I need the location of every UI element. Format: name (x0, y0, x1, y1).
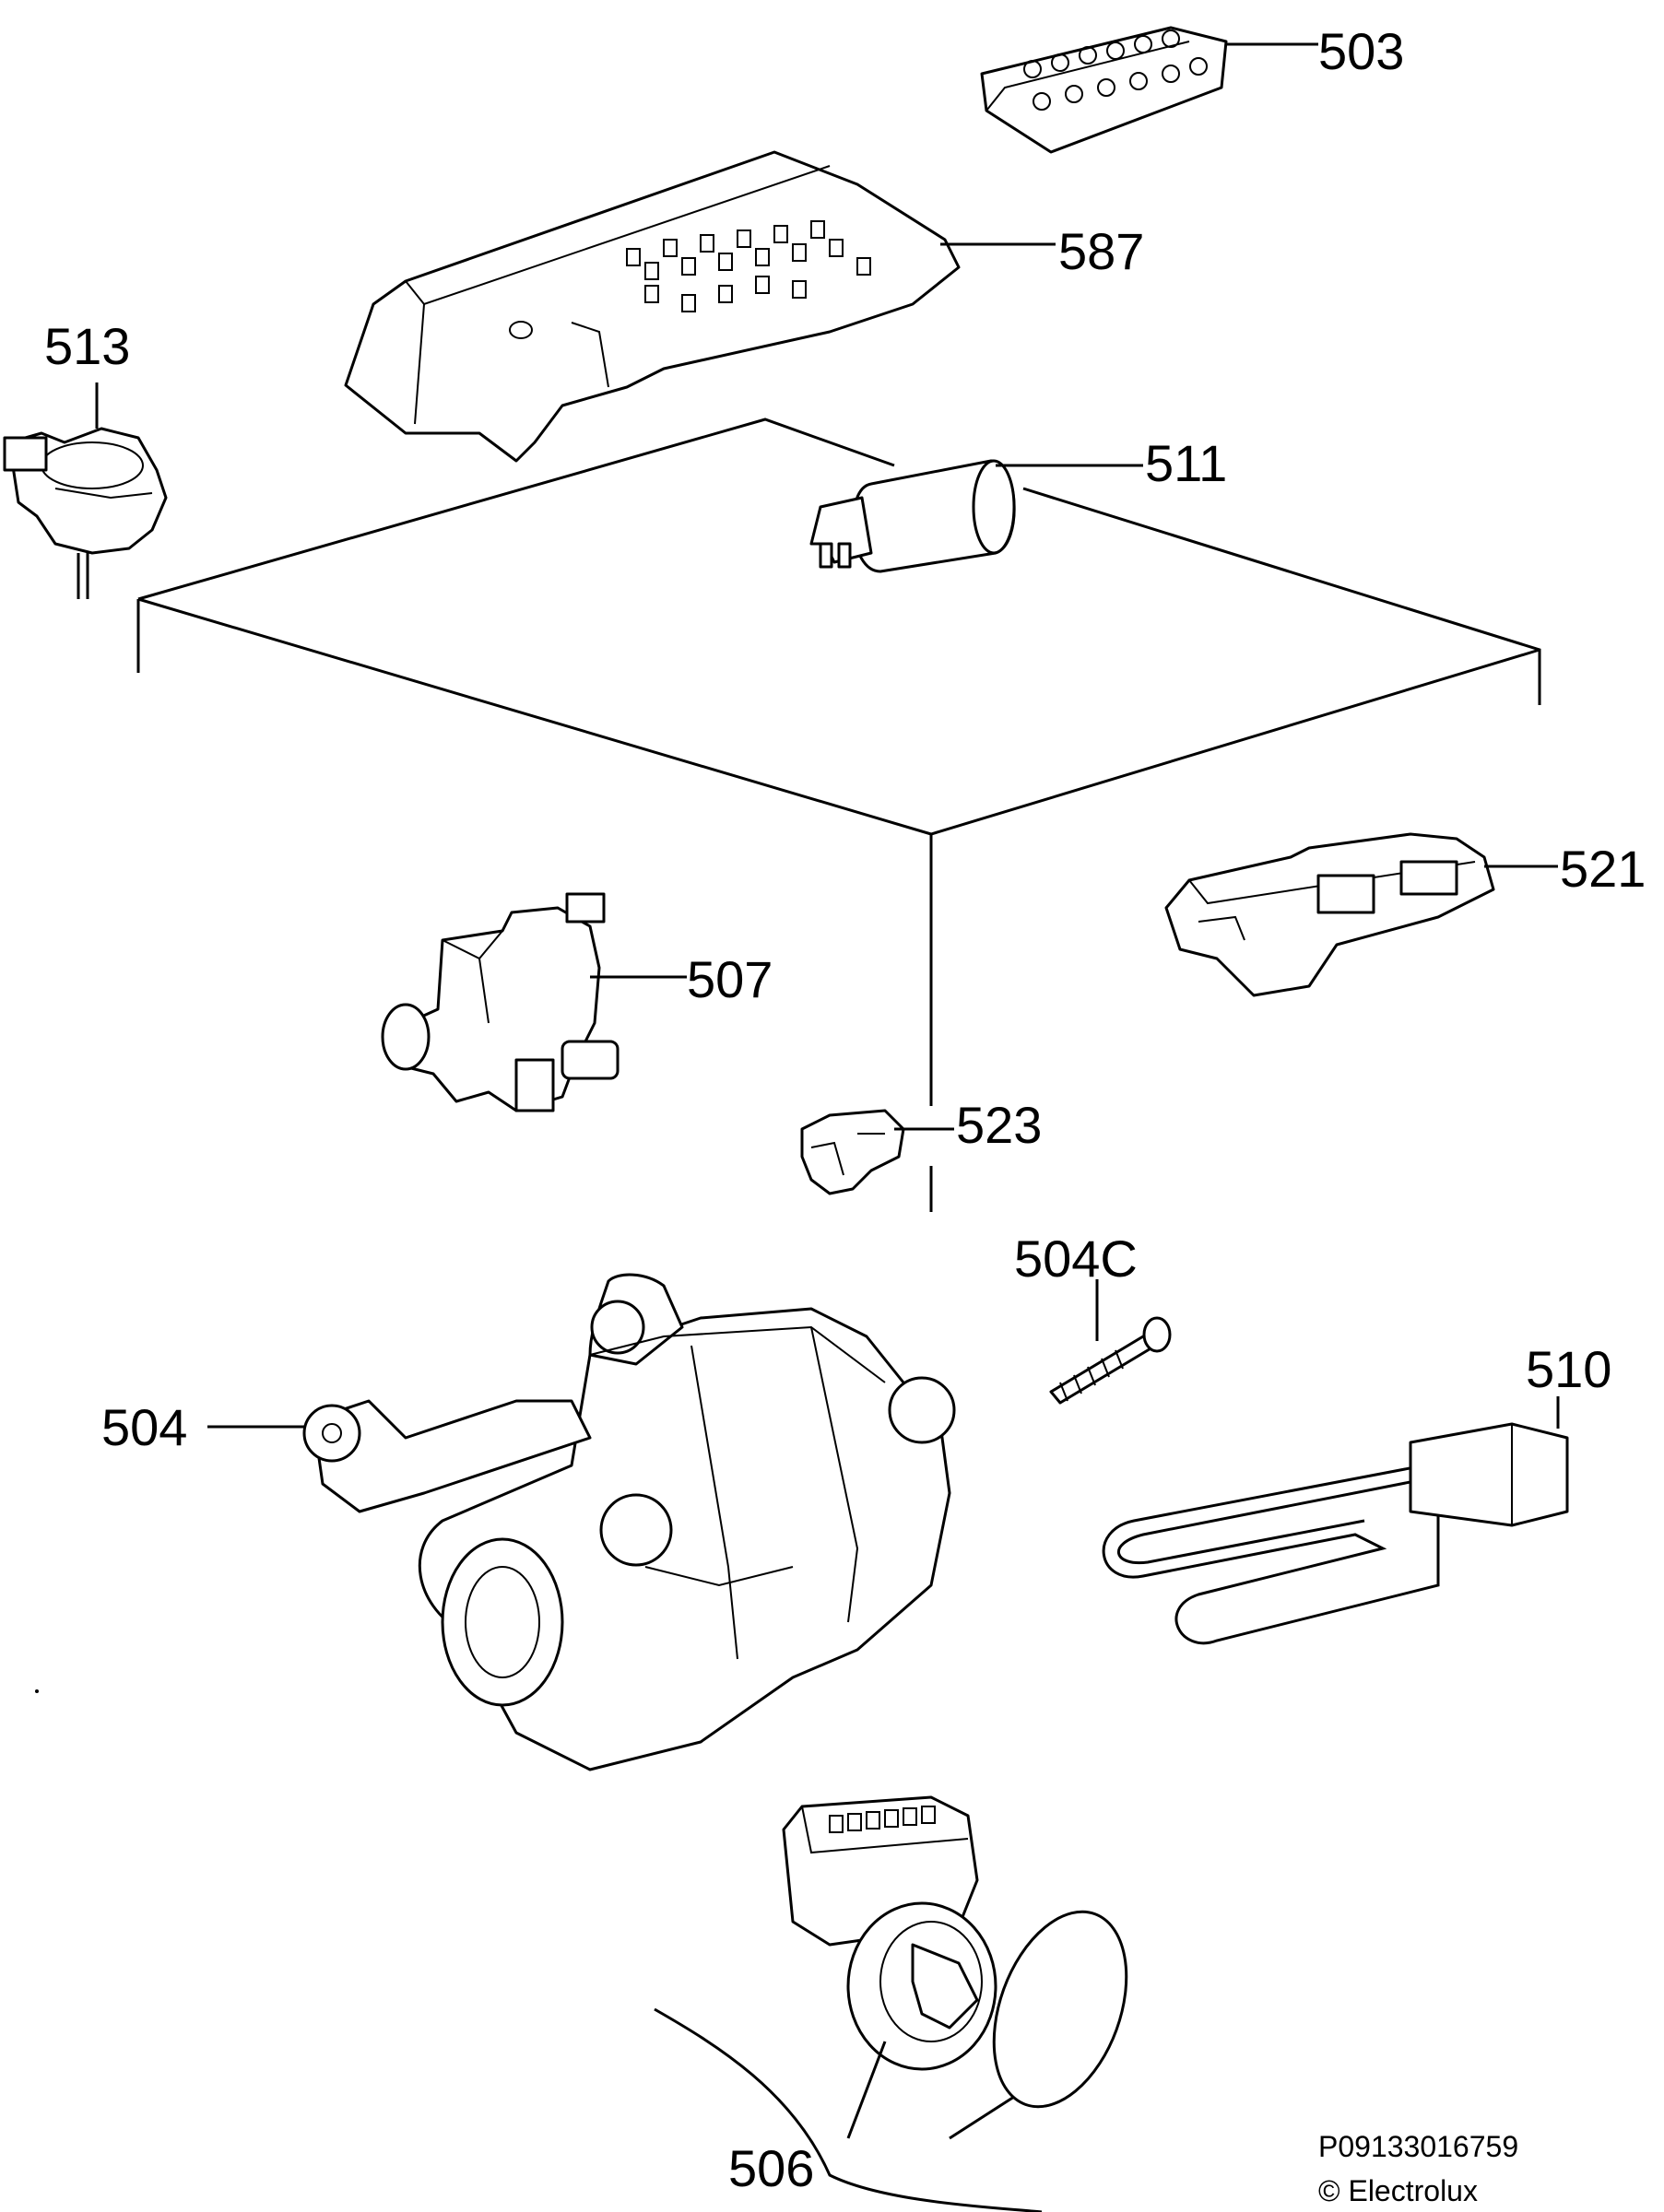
stray-mark (35, 1689, 39, 1693)
part-510-heating-element[interactable] (1102, 1396, 1569, 1645)
label-511: 511 (1145, 434, 1227, 492)
label-503: 503 (1318, 22, 1404, 80)
label-521: 521 (1560, 840, 1646, 898)
part-504C-screw[interactable] (1049, 1279, 1172, 1405)
drawing-code: P09133016759 (1318, 2130, 1518, 2163)
label-523: 523 (956, 1096, 1042, 1154)
label-587: 587 (1058, 222, 1144, 280)
part-503-connector-block[interactable] (980, 26, 1318, 154)
part-504-motor[interactable] (207, 1273, 956, 1771)
label-504: 504 (101, 1398, 187, 1456)
label-510: 510 (1526, 1340, 1611, 1398)
part-506-drain-pump[interactable] (654, 1795, 1151, 2212)
label-504C: 504C (1014, 1230, 1138, 1288)
label-506: 506 (728, 2139, 814, 2197)
copyright: © Electrolux (1318, 2174, 1478, 2207)
label-513: 513 (44, 317, 130, 375)
part-523-clip[interactable] (800, 1109, 954, 1195)
part-511-interference-filter[interactable] (809, 459, 1143, 573)
label-507: 507 (687, 950, 773, 1008)
part-587-electronic-board[interactable] (344, 150, 1056, 463)
part-521-door-lock[interactable] (1164, 832, 1558, 997)
part-513-pressure-switch[interactable] (3, 382, 168, 599)
cabinet-outline (136, 418, 1541, 1212)
part-507-inlet-valve[interactable] (381, 892, 687, 1112)
